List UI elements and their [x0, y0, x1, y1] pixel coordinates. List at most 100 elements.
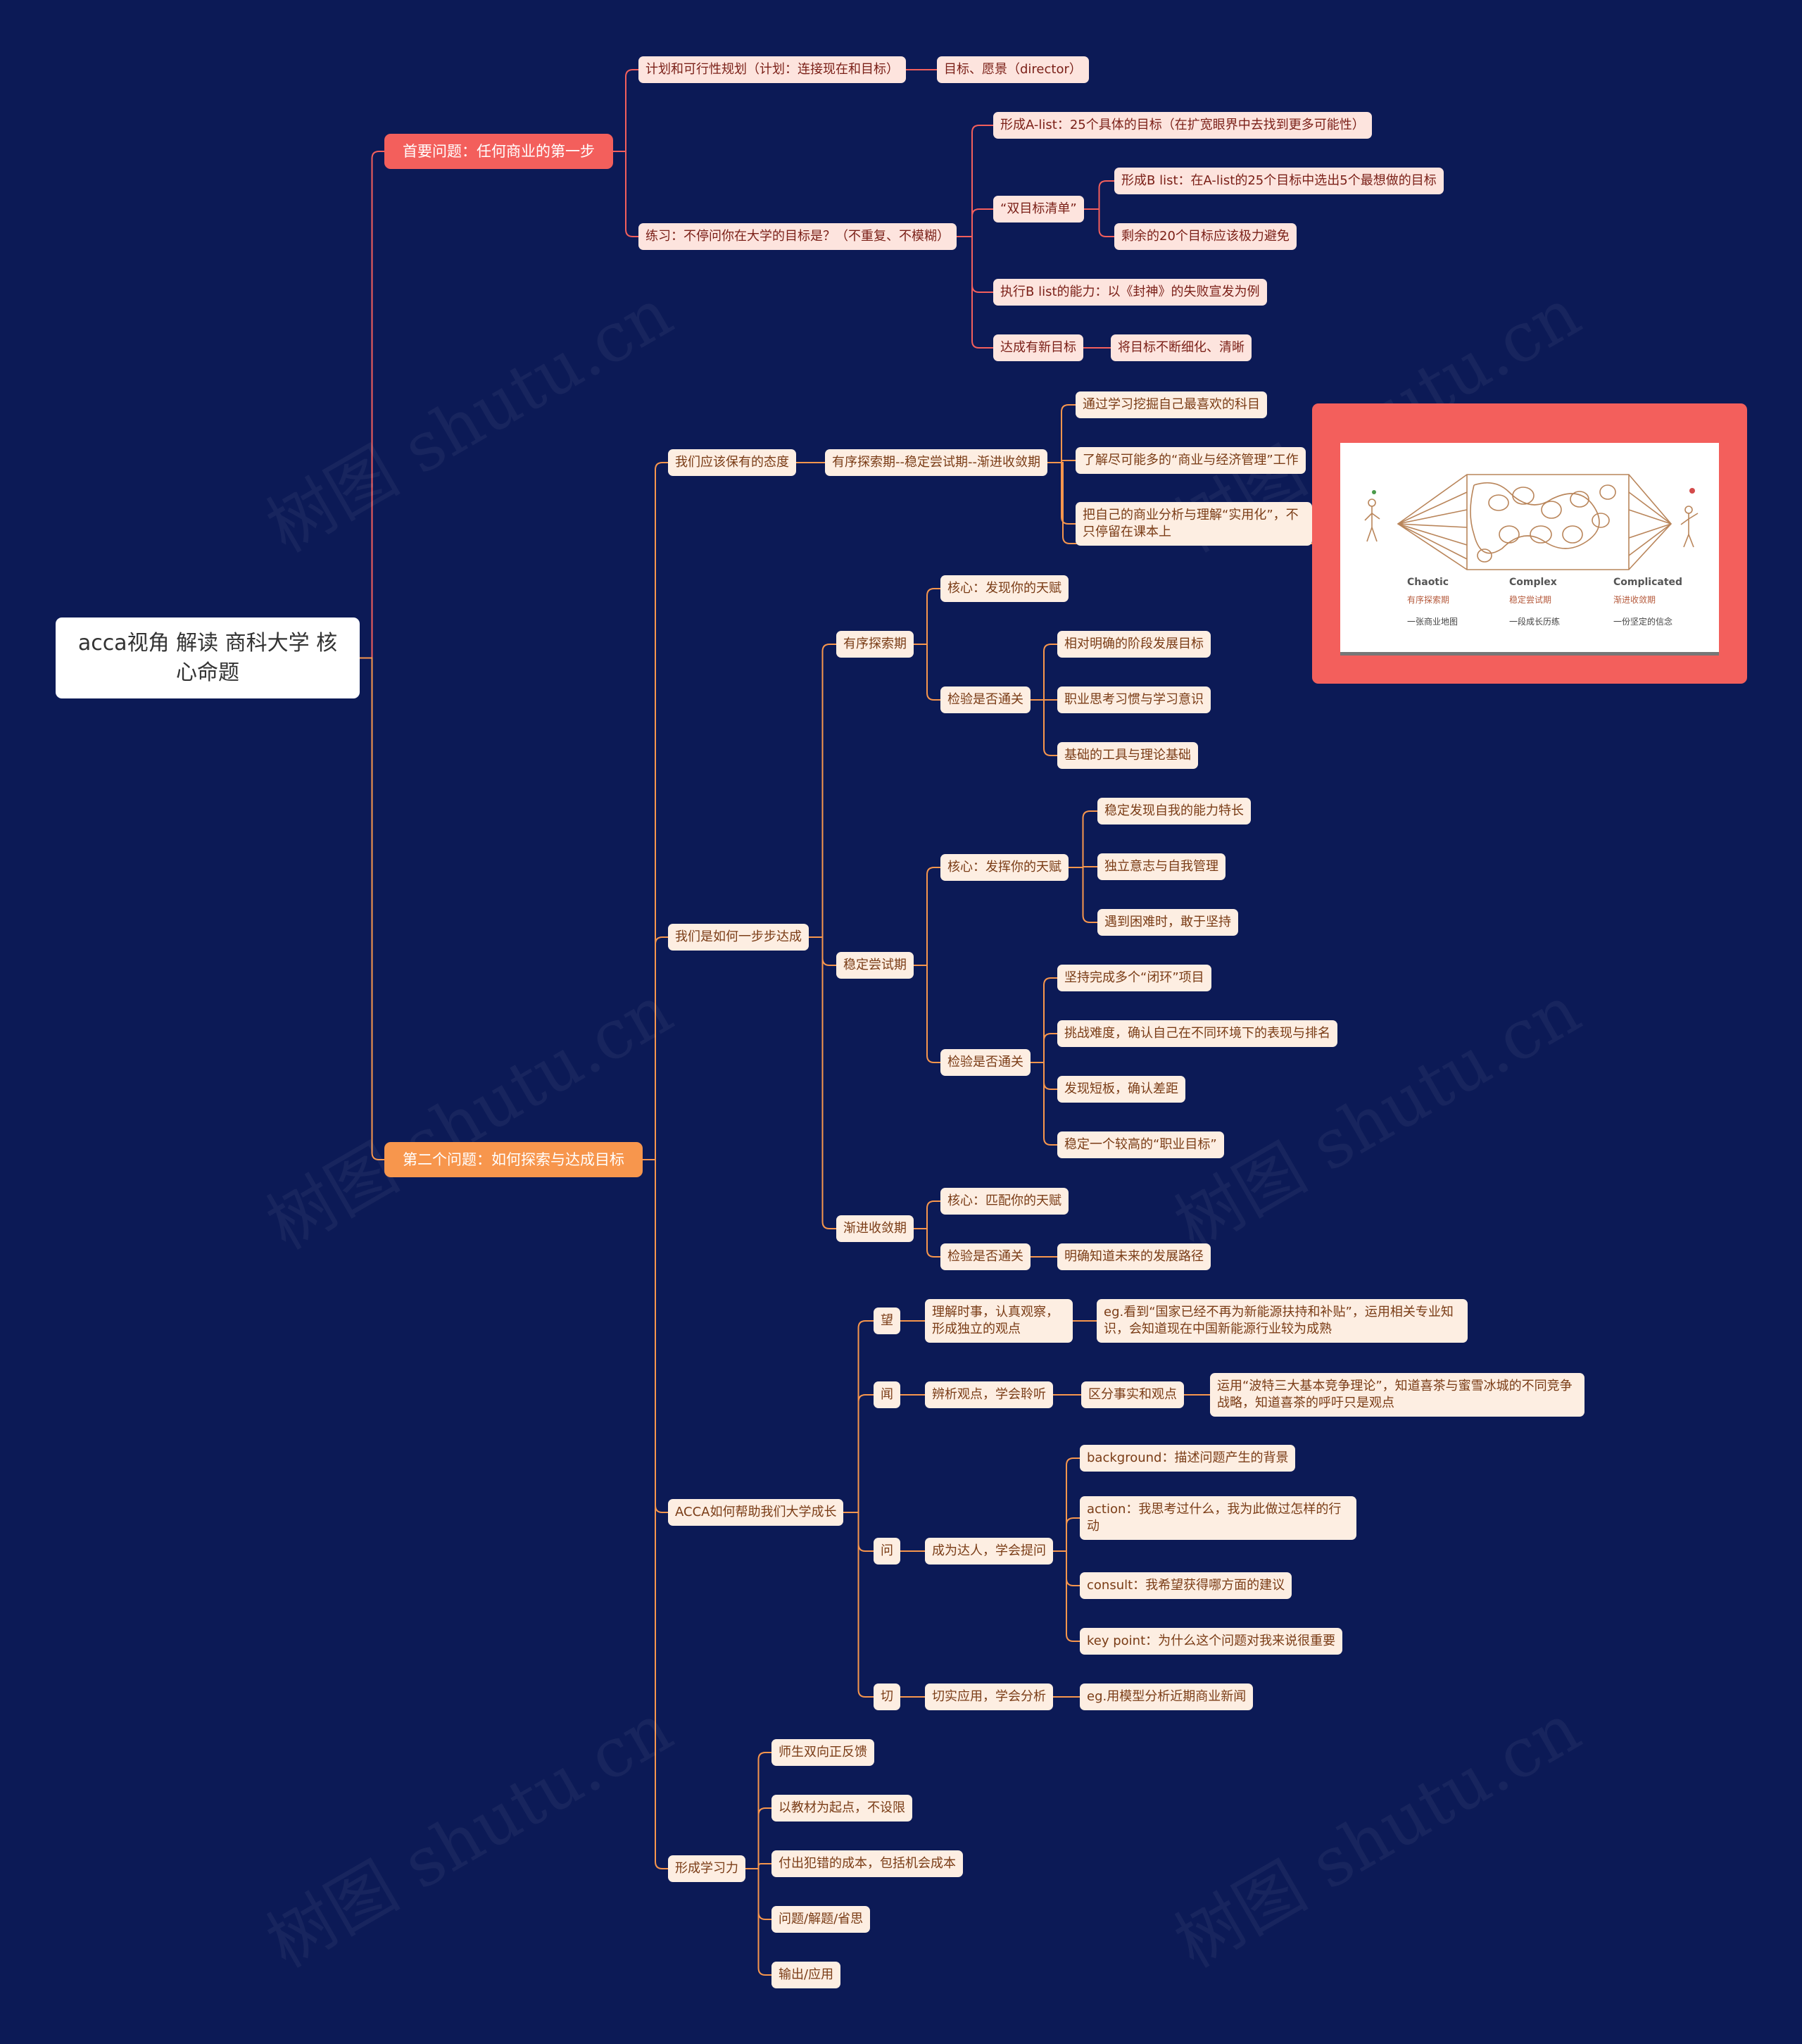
node-learning-item[interactable]: 付出犯错的成本，包括机会成本 — [771, 1850, 963, 1877]
node-favorite-subject[interactable]: 通过学习挖掘自己最喜欢的科目 — [1076, 391, 1267, 418]
node-stable-check-item[interactable]: 稳定一个较高的“职业目标” — [1057, 1131, 1224, 1158]
connector — [745, 1863, 771, 1869]
connector — [1084, 208, 1114, 237]
connector — [914, 644, 940, 701]
node-qie-desc[interactable]: 切实应用，学会分析 — [925, 1684, 1053, 1710]
node-converge-core[interactable]: 核心：匹配你的天赋 — [940, 1188, 1069, 1215]
node-refine-goal[interactable]: 将目标不断细化、清晰 — [1111, 334, 1252, 361]
column-subtitle: 稳定尝试期 — [1509, 595, 1552, 605]
cynefin-sketch: Chaotic 有序探索期 一张商业地图 Complex 稳定尝试期 一段成长历… — [1340, 443, 1719, 656]
node-converge-check[interactable]: 检验是否通关 — [940, 1243, 1031, 1270]
branch-first-question[interactable]: 首要问题：任何商业的第一步 — [384, 134, 613, 169]
node-qie-example[interactable]: eg.用模型分析近期商业新闻 — [1080, 1684, 1254, 1710]
node-plan-goal[interactable]: 目标、愿景（director） — [937, 56, 1089, 83]
node-ask-item[interactable]: key point：为什么这个问题对我来说很重要 — [1080, 1628, 1343, 1655]
node-fact-vs-opinion[interactable]: 区分事实和观点 — [1081, 1381, 1184, 1408]
node-attitude[interactable]: 我们应该保有的态度 — [668, 449, 796, 476]
node-learning-item[interactable]: 师生双向正反馈 — [771, 1739, 874, 1766]
connector — [1069, 867, 1097, 923]
connector — [1053, 1457, 1080, 1552]
node-wen-listen[interactable]: 闻 — [874, 1381, 900, 1408]
node-phases[interactable]: 有序探索期--稳定尝试期--渐进收敛期 — [825, 449, 1047, 476]
node-ask-item[interactable]: action：我思考过什么，我为此做过怎样的行动 — [1080, 1496, 1356, 1540]
node-reach-goal[interactable]: 达成有新目标 — [993, 334, 1083, 361]
connector — [643, 1159, 668, 1869]
connector — [360, 657, 384, 1160]
connector — [1031, 644, 1057, 701]
node-learning-item[interactable]: 以教材为起点，不设限 — [771, 1795, 912, 1822]
node-converge-item[interactable]: 明确知道未来的发展路径 — [1057, 1243, 1211, 1270]
node-avoid-rest[interactable]: 剩余的20个目标应该极力避免 — [1114, 223, 1297, 250]
column-caption: 一段成长历练 — [1509, 617, 1561, 627]
node-stable-check-item[interactable]: 坚持完成多个“闭环”项目 — [1057, 965, 1211, 991]
connector — [957, 208, 993, 237]
node-stable-check-item[interactable]: 挑战难度，确认自己在不同环境下的表现与排名 — [1057, 1020, 1337, 1047]
node-ask-item[interactable]: background：描述问题产生的背景 — [1080, 1445, 1296, 1472]
root-topic[interactable]: acca视角 解读 商科大学 核心命题 — [56, 617, 360, 698]
connector — [843, 1320, 874, 1513]
node-wang[interactable]: 望 — [874, 1308, 900, 1334]
connector — [745, 1807, 771, 1869]
node-stable-core-item[interactable]: 独立意志与自我管理 — [1097, 853, 1226, 880]
connector — [957, 236, 993, 349]
node-converge-phase[interactable]: 渐进收敛期 — [836, 1215, 914, 1242]
node-explore-item[interactable]: 基础的工具与理论基础 — [1057, 742, 1198, 769]
column-title: Complicated — [1613, 577, 1683, 588]
node-plan[interactable]: 计划和可行性规划（计划：连接现在和目标） — [638, 56, 906, 83]
branch-second-question[interactable]: 第二个问题：如何探索与达成目标 — [384, 1142, 643, 1177]
image-attachment[interactable]: Chaotic 有序探索期 一张商业地图 Complex 稳定尝试期 一段成长历… — [1312, 403, 1747, 684]
node-ask-item[interactable]: consult：我希望获得哪方面的建议 — [1080, 1572, 1292, 1599]
node-wen-ask[interactable]: 问 — [874, 1538, 900, 1565]
node-explore-core[interactable]: 核心：发现你的天赋 — [940, 575, 1069, 602]
node-learning-item[interactable]: 问题/解题/省思 — [771, 1906, 871, 1933]
connector — [1047, 462, 1312, 544]
connector — [360, 151, 384, 659]
connector — [643, 462, 668, 1160]
node-explore-check[interactable]: 检验是否通关 — [940, 686, 1031, 713]
connector — [643, 936, 668, 1160]
connector — [1053, 1517, 1080, 1552]
connector — [1047, 460, 1076, 463]
node-stable-core-item[interactable]: 遇到困难时，敢于坚持 — [1097, 909, 1238, 936]
node-wen-listen-example[interactable]: 运用“波特三大基本竞争理论”，知道喜茶与蜜雪冰城的不同竞争战略，知道喜茶的呼吁只… — [1210, 1373, 1584, 1417]
connector — [1047, 404, 1076, 463]
sketch-column: Chaotic 有序探索期 一张商业地图 — [1407, 577, 1458, 627]
connector — [1031, 1033, 1057, 1063]
node-stable-core-item[interactable]: 稳定发现自我的能力特长 — [1097, 798, 1251, 825]
connector — [843, 1394, 874, 1513]
node-stable-phase[interactable]: 稳定尝试期 — [836, 952, 914, 979]
node-b-list[interactable]: 形成B list：在A-list的25个目标中选出5个最想做的目标 — [1114, 168, 1444, 194]
node-learning-item[interactable]: 输出/应用 — [771, 1962, 841, 1988]
connector — [1031, 699, 1057, 756]
node-practice[interactable]: 练习：不停问你在大学的目标是？（不重复、不模糊） — [638, 223, 957, 250]
node-acca[interactable]: ACCA如何帮助我们大学成长 — [668, 1499, 844, 1526]
connector — [957, 236, 993, 293]
node-execute-b-list[interactable]: 执行B list的能力：以《封神》的失败宣发为例 — [993, 279, 1267, 306]
node-explore-item[interactable]: 相对明确的阶段发展目标 — [1057, 631, 1211, 658]
connector — [1084, 180, 1114, 210]
node-wen-ask-desc[interactable]: 成为达人，学会提问 — [925, 1538, 1053, 1565]
node-explore-phase[interactable]: 有序探索期 — [836, 631, 914, 658]
connector — [1069, 810, 1097, 868]
column-subtitle: 渐进收敛期 — [1613, 595, 1656, 605]
node-stable-check-item[interactable]: 发现短板，确认差距 — [1057, 1076, 1185, 1103]
connector — [1031, 977, 1057, 1063]
connector — [914, 588, 940, 645]
node-practical-analysis[interactable]: 把自己的商业分析与理解“实用化”，不只停留在课本上 — [1076, 502, 1312, 546]
node-qie[interactable]: 切 — [874, 1684, 900, 1710]
node-stable-core[interactable]: 核心：发挥你的天赋 — [940, 854, 1069, 881]
node-wang-desc[interactable]: 理解时事，认真观察，形成独立的观点 — [925, 1299, 1073, 1343]
node-stable-check[interactable]: 检验是否通关 — [940, 1049, 1031, 1076]
node-a-list[interactable]: 形成A-list：25个具体的目标（在扩宽眼界中去找到更多可能性） — [993, 112, 1372, 139]
node-dual-list[interactable]: “双目标清单” — [993, 196, 1084, 222]
node-wen-listen-desc[interactable]: 辨析观点，学会聆听 — [925, 1381, 1053, 1408]
sketch-column: Complicated 渐进收敛期 一份坚定的信念 — [1613, 577, 1682, 627]
connector — [1053, 1550, 1080, 1642]
node-wang-example[interactable]: eg.看到“国家已经不再为新能源扶持和补贴”，运用相关专业知识，会知道现在中国新… — [1097, 1299, 1468, 1343]
node-steps[interactable]: 我们是如何一步步达成 — [668, 924, 809, 951]
connector — [914, 1200, 940, 1229]
node-business-jobs[interactable]: 了解尽可能多的“商业与经济管理”工作 — [1076, 447, 1306, 474]
node-learning[interactable]: 形成学习力 — [668, 1855, 745, 1882]
node-explore-item[interactable]: 职业思考习惯与学习意识 — [1057, 686, 1211, 713]
sketch-column: Complex 稳定尝试期 一段成长历练 — [1509, 577, 1560, 627]
